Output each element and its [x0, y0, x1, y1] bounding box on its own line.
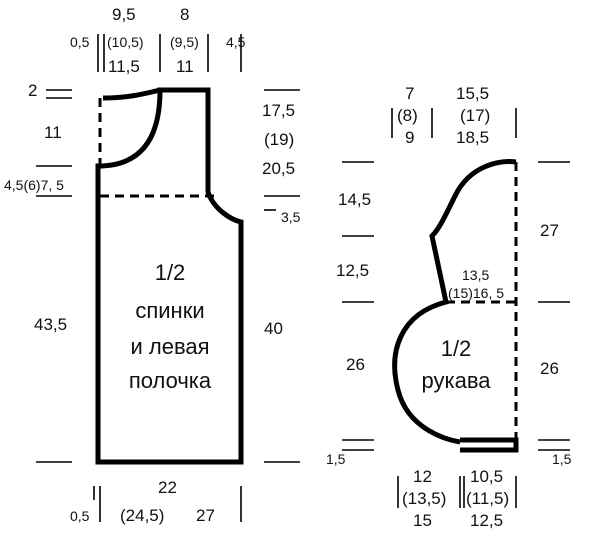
dim-label: 26: [540, 359, 559, 378]
dim-label: (8): [397, 106, 418, 125]
sleeve-title-line: 1/2: [441, 336, 472, 361]
back-piece: 0,5 9,5 (10,5) 11,5 8 (9,5) 11 4,5 2 11 …: [4, 5, 301, 525]
sleeve-piece: 7 (8) 9 15,5 (17) 18,5 14,5 12,5 26 1,5 …: [326, 84, 572, 530]
dim-label: 9,5: [112, 5, 136, 24]
dim-label: 40: [264, 319, 283, 338]
dim-label: 43,5: [34, 315, 67, 334]
sleeve-title-line: рукава: [421, 368, 491, 393]
sleeve-outline: [392, 159, 517, 445]
dim-label: 12: [413, 467, 432, 486]
dim-label: 20,5: [262, 159, 295, 178]
dim-label: 10,5: [470, 467, 503, 486]
back-title-line: 1/2: [155, 260, 186, 285]
dim-label: 0,5: [70, 34, 90, 50]
dim-label: 11: [176, 57, 194, 76]
dim-label: 12,5: [470, 511, 503, 530]
dim-label: 26: [346, 355, 365, 374]
dim-label: 14,5: [338, 190, 371, 209]
dim-label: (9,5): [170, 34, 199, 50]
dim-label: (10,5): [107, 34, 144, 50]
dim-label: 17,5: [262, 101, 295, 120]
dim-label: 22: [158, 478, 177, 497]
dim-label: 0,5: [70, 508, 90, 524]
dim-label: 1,5: [326, 451, 346, 467]
sleeve-cuff: [460, 437, 519, 453]
dim-label: 11: [44, 123, 62, 142]
dim-label: (19): [264, 130, 294, 149]
dim-label: 15: [413, 511, 432, 530]
dim-label: 15,5: [456, 84, 489, 103]
dim-label: 7: [405, 84, 414, 103]
dim-label: 9: [405, 128, 414, 147]
dim-label: 13,5: [462, 267, 489, 283]
dim-label: (11,5): [466, 489, 509, 508]
dim-label: 27: [196, 506, 215, 525]
back-title-line: спинки: [135, 298, 204, 323]
dim-label: (15)16, 5: [448, 285, 504, 301]
dim-label: 4,5: [226, 34, 246, 50]
back-shoulder-curve: [102, 87, 161, 101]
dim-label: 3,5: [281, 209, 301, 225]
dim-label: 27: [540, 221, 559, 240]
dim-label: 4,5(6)7, 5: [4, 177, 64, 193]
dim-label: 8: [180, 5, 189, 24]
dim-label: 18,5: [456, 128, 489, 147]
dim-label: 12,5: [336, 261, 369, 280]
dim-label: 2: [28, 81, 37, 100]
dim-label: (13,5): [402, 489, 446, 508]
back-title-line: и левая: [130, 334, 209, 359]
dim-label: 1,5: [552, 451, 572, 467]
back-title-line: полочка: [129, 368, 212, 393]
dim-label: (17): [460, 106, 490, 125]
dim-label: (24,5): [120, 506, 164, 525]
dim-label: 11,5: [108, 57, 140, 76]
